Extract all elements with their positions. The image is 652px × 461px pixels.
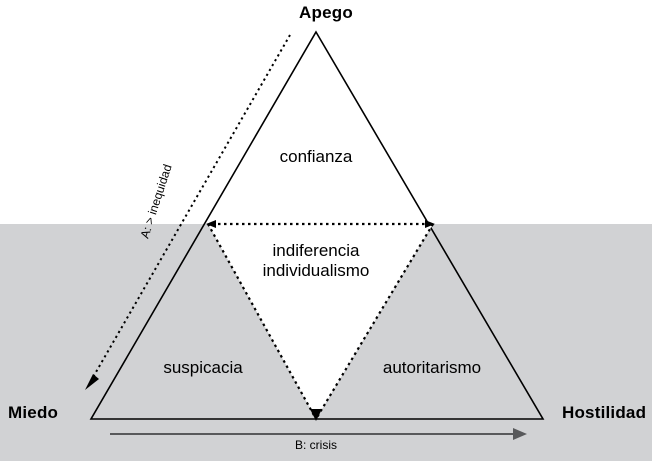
arrowhead-right-icon (425, 220, 435, 228)
vertex-label-apego: Apego (299, 3, 353, 22)
vertex-label-miedo: Miedo (8, 403, 59, 422)
axis-a-line (91, 34, 291, 380)
zone-label-indiferencia-individualismo: indiferencia individualismo (263, 241, 370, 281)
zone-label-suspicacia: suspicacia (163, 358, 243, 377)
arrowhead-down-icon (310, 409, 322, 421)
axis-label-b-crisis: B: crisis (295, 438, 337, 452)
axis-b-arrowhead-icon (513, 428, 527, 440)
zone-label-line-1: indiferencia (272, 241, 360, 260)
inner-triangle-right-edge (315, 223, 434, 420)
zone-label-line-2: individualismo (262, 261, 370, 281)
inner-triangle-fill (208, 224, 433, 419)
zone-label-confianza: confianza (279, 147, 353, 166)
vertex-label-hostilidad: Hostilidad (562, 403, 647, 422)
axis-a-arrowhead-icon (85, 374, 99, 390)
arrowhead-left-icon (206, 220, 216, 228)
zone-label-autoritarismo: autoritarismo (382, 358, 482, 377)
inner-triangle-left-edge (207, 223, 317, 420)
